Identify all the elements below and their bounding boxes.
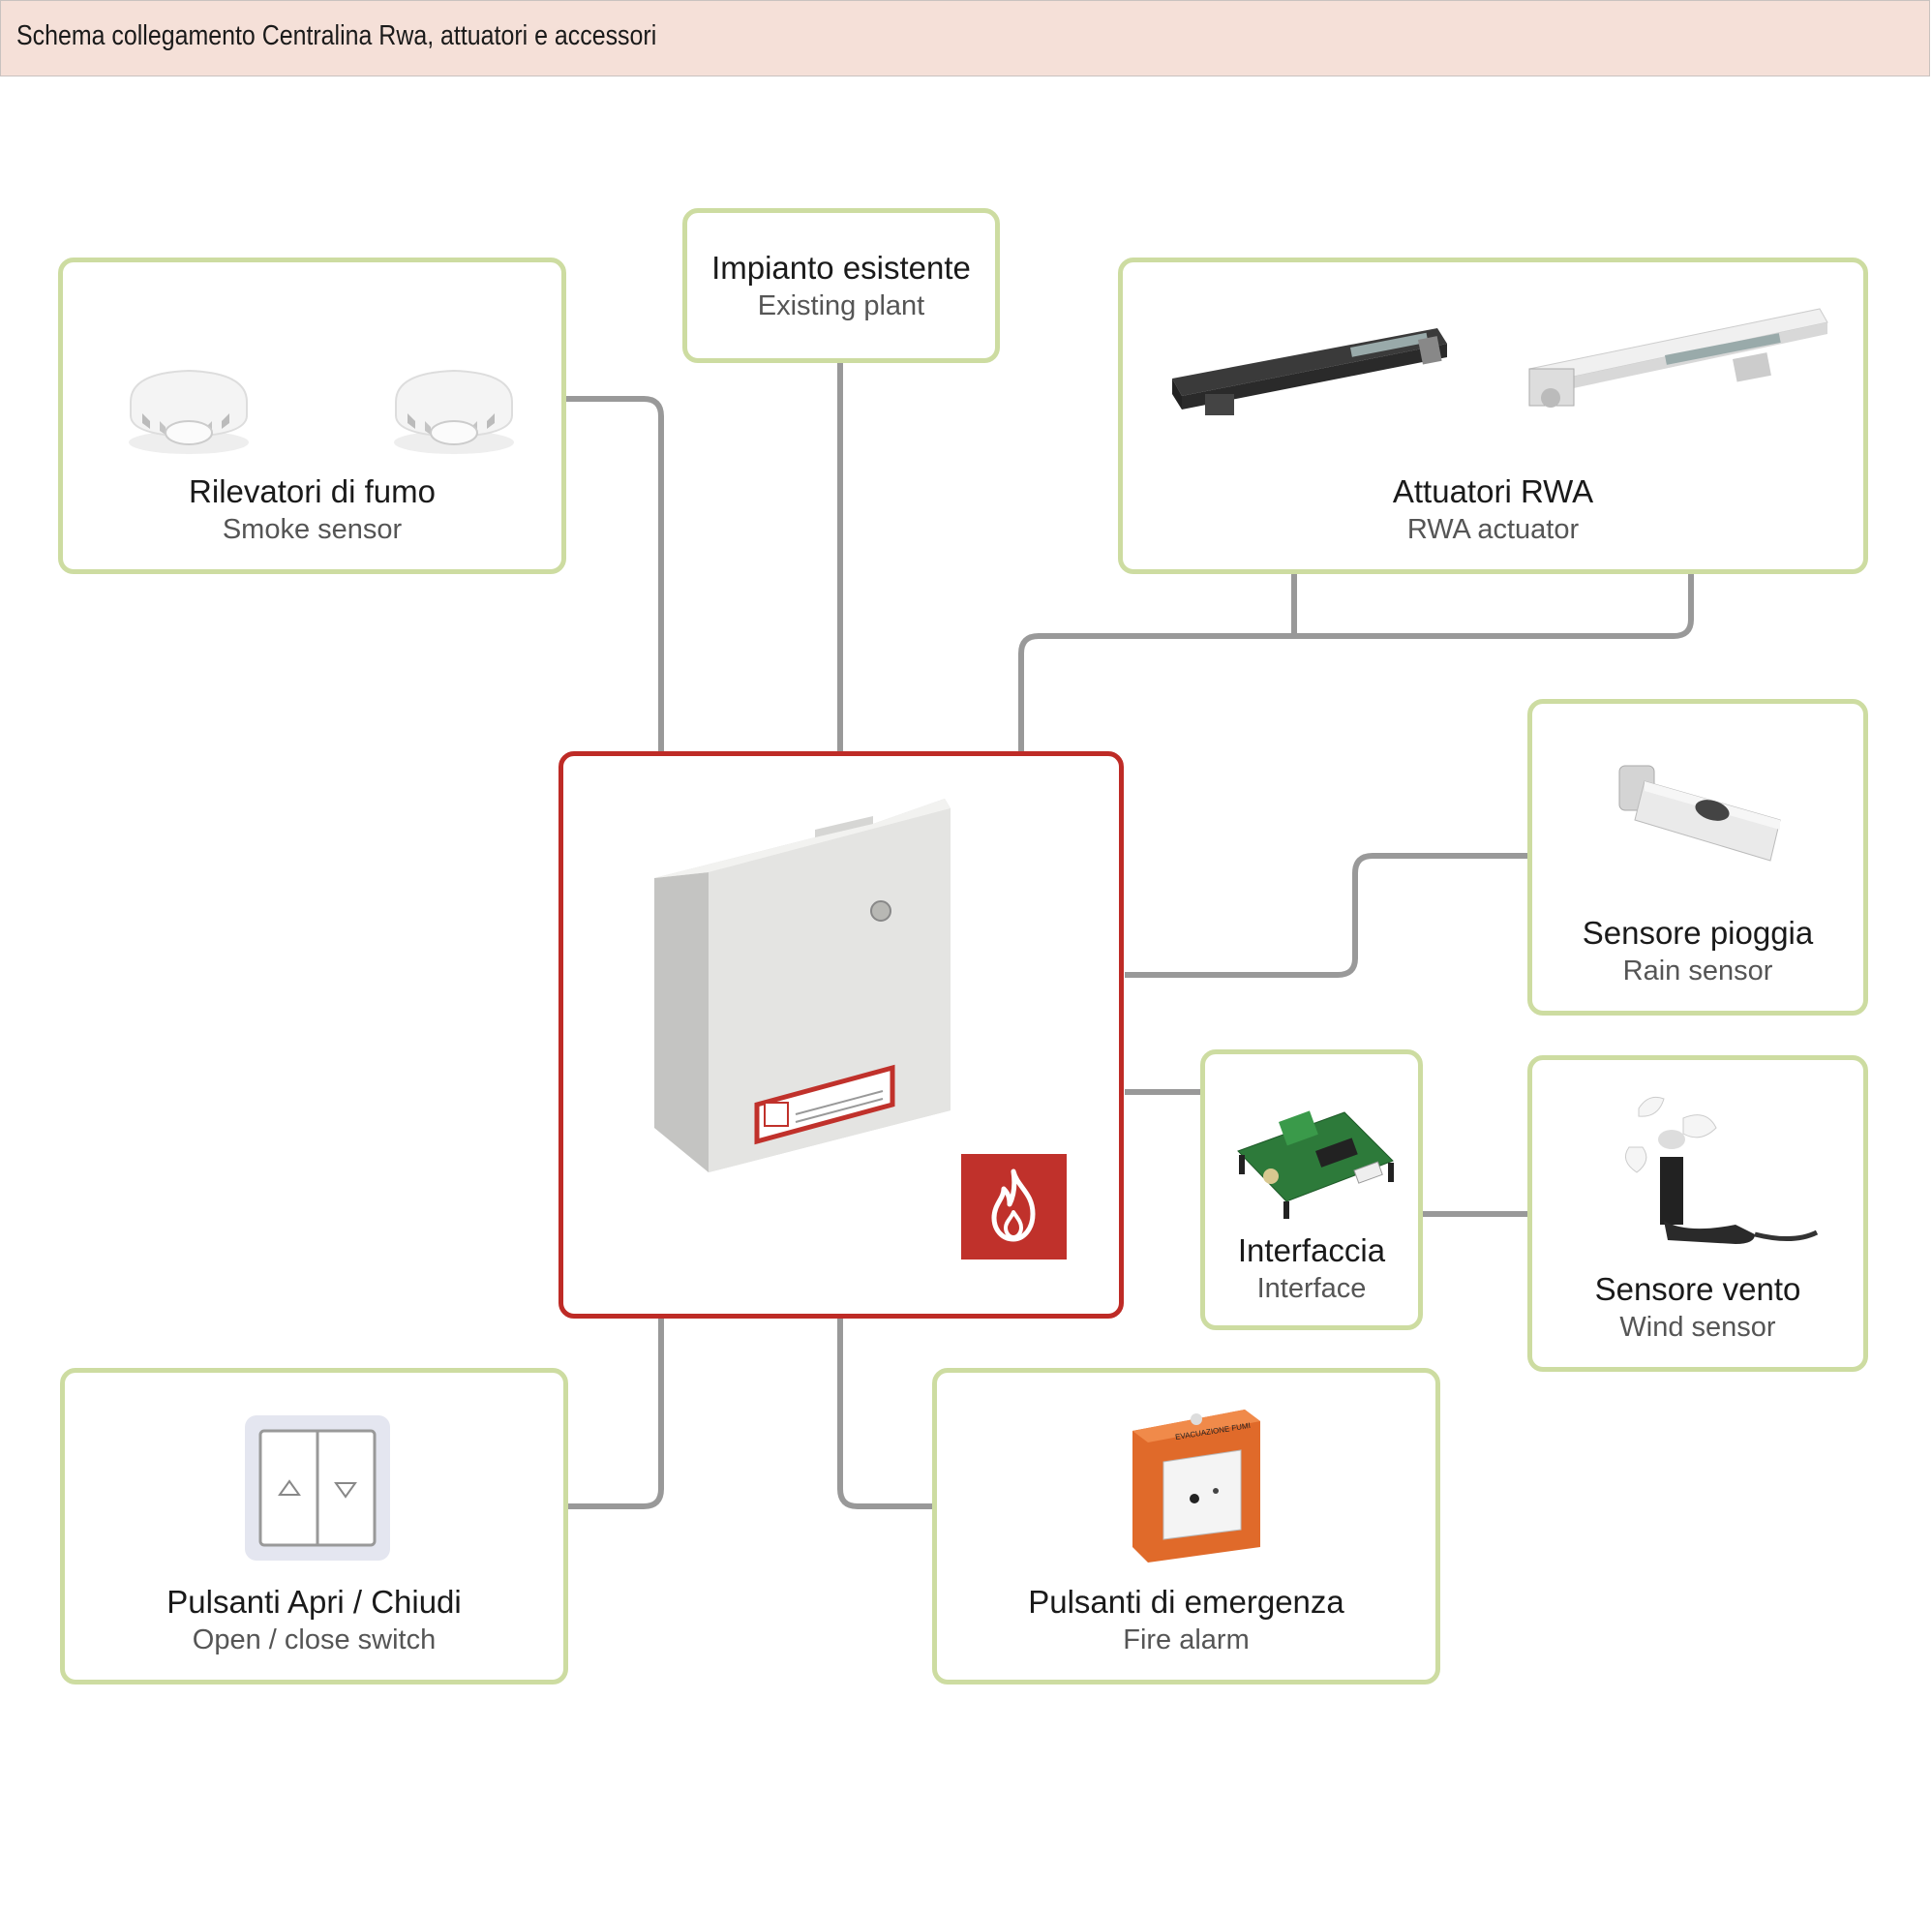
anemometer-icon xyxy=(1624,1096,1819,1244)
wire-rain xyxy=(1125,853,1578,978)
smoke-sensor-subtitle: Smoke sensor xyxy=(222,514,403,545)
chain-actuator-icon xyxy=(1528,308,1828,408)
fire-alarm-subtitle: Fire alarm xyxy=(1123,1624,1250,1655)
smoke-detector-icon xyxy=(129,369,249,454)
rain-sensor-box: Sensore pioggia Rain sensor xyxy=(1527,699,1868,1016)
chain-actuator-icon xyxy=(1172,328,1447,415)
control-unit-icon xyxy=(654,799,951,1172)
wire-actuator-right xyxy=(1018,525,1694,755)
open-close-switch-box: Pulsanti Apri / Chiudi Open / close swit… xyxy=(60,1368,568,1684)
fire-badge xyxy=(961,1154,1067,1259)
existing-plant-subtitle: Existing plant xyxy=(757,290,925,321)
wire-alarm xyxy=(837,1315,1050,1509)
interface-box: Interfaccia Interface xyxy=(1200,1049,1423,1330)
rain-sensor-subtitle: Rain sensor xyxy=(1622,956,1773,986)
smoke-detector-icon xyxy=(394,369,514,454)
interface-subtitle: Interface xyxy=(1256,1273,1367,1304)
control-unit-box xyxy=(558,751,1124,1319)
open-close-switch-title: Pulsanti Apri / Chiudi xyxy=(166,1584,462,1620)
rain-sensor-icon xyxy=(1618,765,1781,862)
open-close-switch-subtitle: Open / close switch xyxy=(192,1624,437,1655)
circuit-board-icon xyxy=(1237,1110,1394,1219)
fire-alarm-box: EVACUAZIONE FUMI Pulsanti di emergenza F… xyxy=(932,1368,1440,1684)
wire-switch xyxy=(449,1315,664,1509)
fire-icon xyxy=(991,1168,1036,1242)
smoke-sensor-title: Rilevatori di fumo xyxy=(189,473,436,509)
wind-sensor-title: Sensore vento xyxy=(1594,1271,1801,1307)
interface-title: Interfaccia xyxy=(1237,1232,1386,1268)
smoke-sensor-box: Rilevatori di fumo Smoke sensor xyxy=(58,258,566,574)
wind-sensor-subtitle: Wind sensor xyxy=(1619,1312,1776,1343)
fire-alarm-title: Pulsanti di emergenza xyxy=(1028,1584,1344,1620)
fire-alarm-button-icon xyxy=(1132,1410,1260,1563)
existing-plant-box: Impianto esistente Existing plant xyxy=(682,208,1000,363)
wind-sensor-box: Sensore vento Wind sensor xyxy=(1527,1055,1868,1372)
rwa-actuator-title: Attuatori RWA xyxy=(1392,473,1594,509)
rwa-actuator-box: Attuatori RWA RWA actuator xyxy=(1118,258,1868,574)
existing-plant-title: Impianto esistente xyxy=(711,250,971,286)
page-title: Schema collegamento Centralina Rwa, attu… xyxy=(16,20,657,51)
open-close-switch-icon xyxy=(245,1415,390,1561)
header-bar: Schema collegamento Centralina Rwa, attu… xyxy=(0,0,1930,76)
wire-smoke xyxy=(536,396,664,755)
rwa-actuator-subtitle: RWA actuator xyxy=(1406,514,1580,545)
rain-sensor-title: Sensore pioggia xyxy=(1582,915,1814,951)
